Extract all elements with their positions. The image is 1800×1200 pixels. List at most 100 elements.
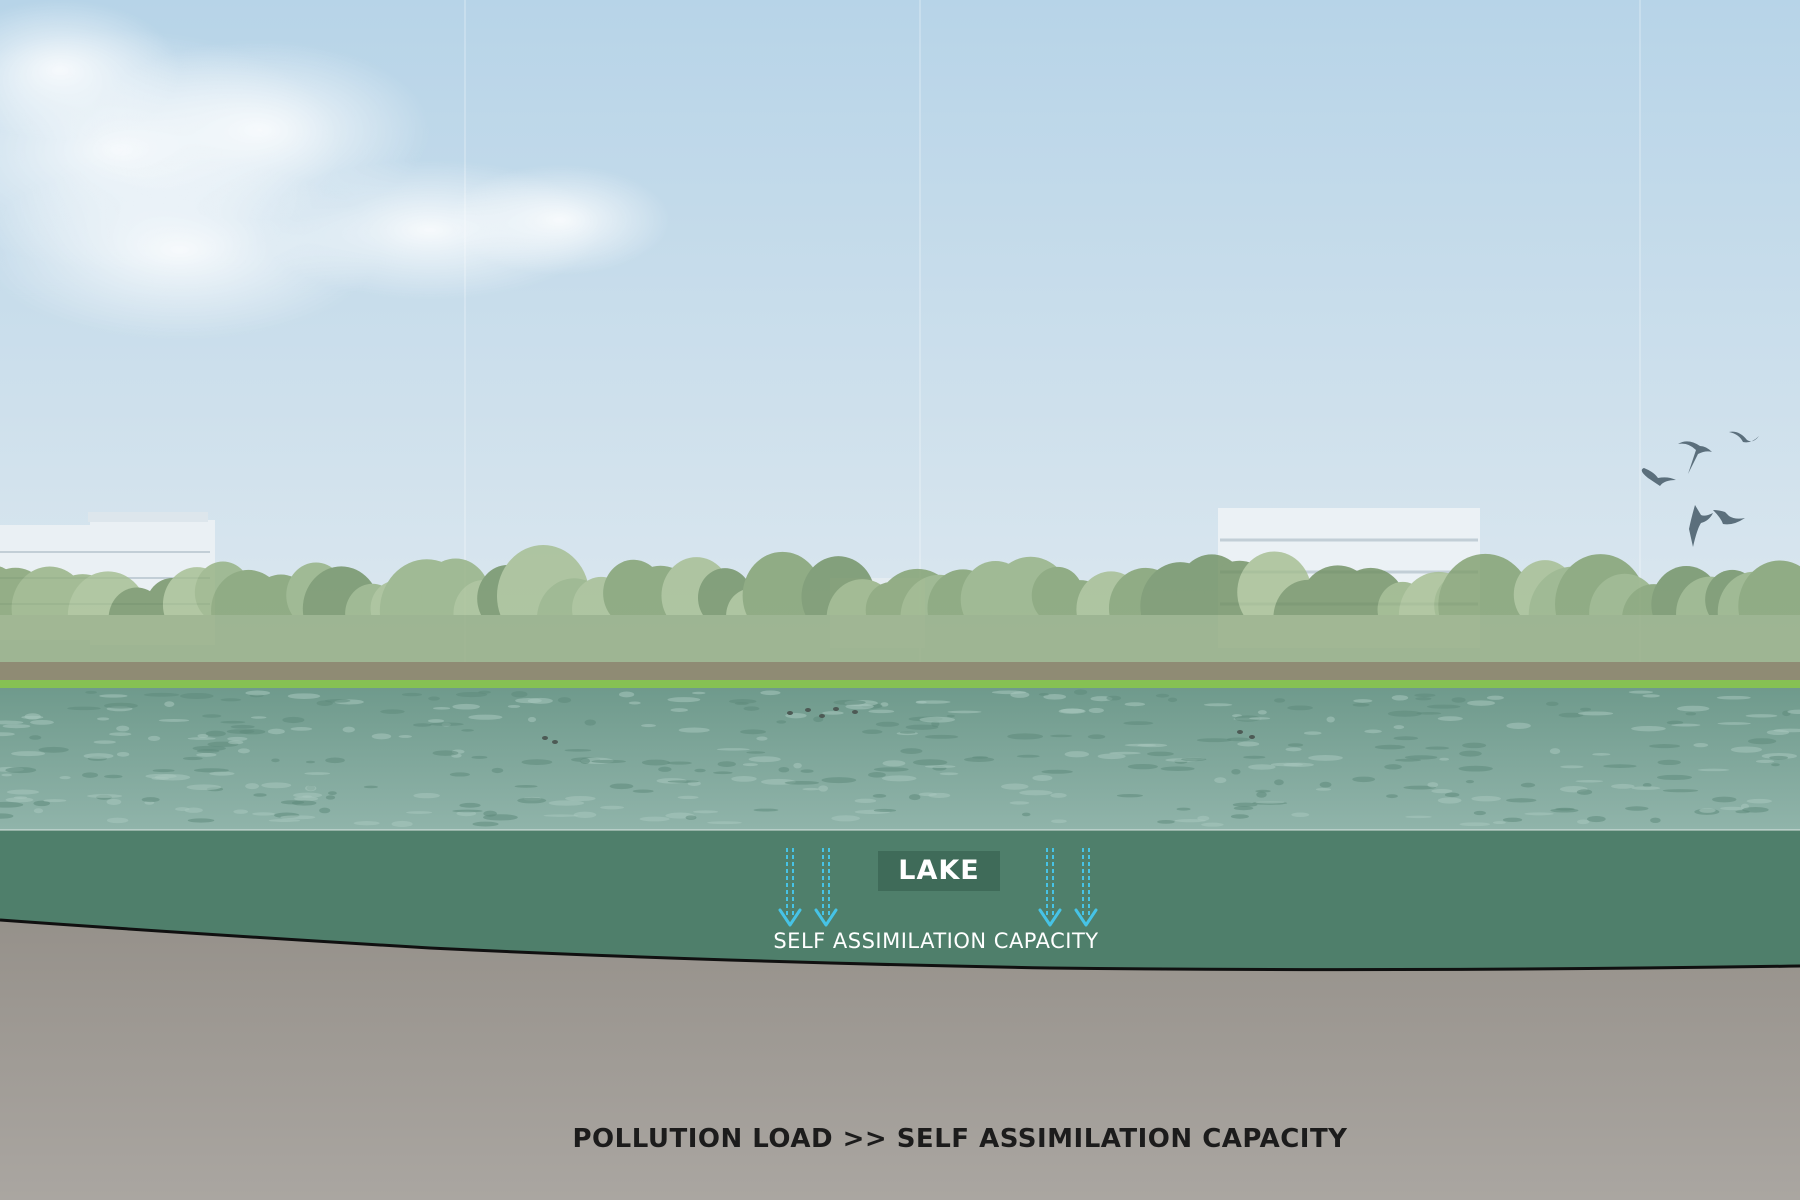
- ripple: [565, 795, 596, 802]
- ripple: [158, 718, 190, 722]
- ripple: [280, 815, 316, 820]
- ripple: [87, 794, 123, 798]
- ripple: [784, 780, 820, 785]
- ripple: [670, 708, 689, 712]
- ripple: [677, 795, 699, 800]
- ripple: [233, 809, 249, 814]
- ripple: [1662, 789, 1699, 793]
- ripple: [1352, 703, 1370, 707]
- ripple: [1730, 746, 1762, 753]
- ripple: [325, 757, 345, 764]
- ripple: [13, 796, 28, 800]
- ripple: [1051, 819, 1067, 824]
- ripple: [1287, 743, 1304, 747]
- ripple: [1546, 701, 1559, 706]
- ripple: [760, 690, 781, 696]
- ripple: [1471, 795, 1502, 802]
- ripple: [401, 692, 423, 697]
- ripple: [1364, 729, 1382, 734]
- ripple: [1274, 779, 1284, 786]
- ripple: [459, 802, 481, 808]
- ripple: [1021, 812, 1031, 817]
- ripple: [517, 797, 547, 804]
- ripple: [228, 740, 244, 745]
- ripple: [104, 774, 123, 779]
- ripple: [0, 813, 14, 819]
- ripple: [1230, 814, 1249, 819]
- ripple: [915, 700, 951, 704]
- ripple: [862, 729, 883, 735]
- ripple: [29, 735, 42, 740]
- ripple: [939, 772, 959, 776]
- ripple: [391, 820, 413, 828]
- ripple: [632, 789, 654, 793]
- ripple: [1007, 733, 1044, 740]
- ripple: [290, 727, 313, 731]
- ripple: [514, 785, 538, 788]
- ripple: [5, 767, 37, 774]
- ripple: [776, 720, 787, 724]
- ripple: [1414, 693, 1436, 698]
- ripple: [1106, 695, 1122, 701]
- ripple: [924, 765, 956, 769]
- ripple: [433, 707, 451, 710]
- ripple: [667, 780, 699, 783]
- ripple: [821, 777, 857, 784]
- ripple: [818, 785, 828, 792]
- ripple: [1203, 703, 1233, 707]
- ripple: [1019, 790, 1053, 796]
- ripple: [1769, 755, 1789, 760]
- pollution-equation-caption: POLLUTION LOAD >> SELF ASSIMILATION CAPA…: [572, 1124, 1348, 1154]
- ripple: [1439, 757, 1450, 761]
- ripple: [1578, 711, 1614, 716]
- ripple: [1038, 693, 1049, 696]
- ripple: [197, 733, 209, 738]
- ripple: [740, 729, 766, 735]
- flying-bird-icon: [1678, 441, 1712, 474]
- ripple: [1043, 693, 1067, 700]
- embankment: [0, 662, 1800, 682]
- ripple: [1214, 777, 1227, 784]
- ripple: [1116, 794, 1143, 798]
- ripple: [1352, 776, 1376, 783]
- ripple: [468, 714, 503, 720]
- ripple: [854, 798, 877, 804]
- ripple: [1270, 762, 1303, 767]
- ripple: [147, 735, 161, 741]
- ripple: [573, 811, 597, 819]
- ripple: [1427, 782, 1439, 788]
- ripple: [196, 752, 217, 757]
- ripple: [716, 748, 750, 751]
- ripple: [1155, 693, 1170, 698]
- ripple: [1575, 779, 1604, 783]
- ripple: [1685, 712, 1697, 716]
- ripple: [0, 732, 15, 737]
- ripple: [202, 714, 222, 718]
- ripple: [1249, 717, 1271, 720]
- ripple: [1315, 788, 1332, 791]
- ripple: [658, 766, 672, 772]
- ripple: [471, 755, 488, 759]
- ripple: [220, 698, 242, 702]
- ripple: [1157, 819, 1175, 824]
- ripple: [1671, 723, 1701, 727]
- ripple: [584, 719, 597, 726]
- lake-bed-line: [0, 918, 1800, 972]
- ripple: [1416, 712, 1442, 715]
- ripple: [1226, 737, 1250, 742]
- ripple: [1656, 774, 1693, 780]
- ripple: [245, 690, 271, 696]
- ripple: [639, 816, 670, 822]
- ripple: [282, 716, 305, 724]
- ripple: [353, 821, 380, 826]
- water-ripples: [0, 689, 1800, 828]
- ripple: [182, 756, 203, 761]
- ripple: [271, 758, 280, 763]
- ripple: [413, 723, 432, 727]
- ripple: [253, 793, 267, 797]
- ripple: [1016, 754, 1040, 758]
- ripple: [342, 726, 355, 733]
- ripple: [1160, 766, 1195, 771]
- ripple: [548, 800, 585, 806]
